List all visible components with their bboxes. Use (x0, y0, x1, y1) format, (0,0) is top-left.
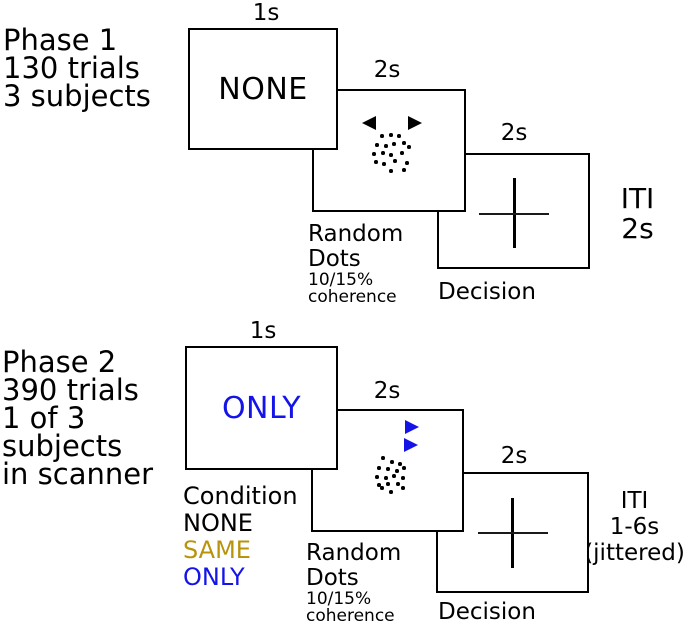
iti-line: (jittered) (584, 540, 685, 566)
phase1-iti-label: ITI 2s (600, 184, 675, 244)
phase1-title: Phase 1 130 trials 3 subjects (3, 23, 151, 113)
random-dot (407, 145, 411, 149)
random-dot (375, 475, 379, 479)
random-dot (402, 141, 406, 145)
phase2-cue-word: ONLY (221, 390, 302, 426)
phase1-title-line: 3 subjects (3, 79, 151, 113)
phase2-iti-label: ITI 1-6s (jittered) (584, 488, 685, 566)
phase1-title-line: 130 trials (3, 51, 140, 85)
caption-line: Random (306, 540, 402, 566)
iti-line: 2s (621, 212, 654, 245)
phase2-dots-duration-label: 2s (373, 378, 401, 404)
phase1-cue-duration-label: 1s (252, 0, 280, 26)
random-dot (389, 153, 393, 157)
phase2-title-line: Phase 2 (2, 345, 117, 379)
phase2-random-dots-caption: Random Dots 10/15% coherence (306, 541, 401, 625)
iti-line: ITI (620, 488, 649, 514)
motion-arrow-left-icon (362, 116, 376, 130)
condition-legend-item: ONLY (183, 563, 245, 591)
phase2-title-line: subjects (2, 429, 123, 463)
random-dot (398, 462, 402, 466)
condition-legend-item: SAME (183, 536, 251, 564)
caption-line: Random (308, 221, 404, 247)
random-dot (392, 474, 396, 478)
phase1-decision-caption: Decision (438, 279, 536, 305)
random-dot (393, 159, 397, 163)
condition-legend-title: Condition (183, 482, 298, 510)
random-dot (402, 168, 406, 172)
random-dot (381, 151, 385, 155)
phase1-cue-word: NONE (218, 71, 308, 107)
random-dot (397, 134, 401, 138)
phase1-random-dots-caption: Random Dots 10/15% coherence (308, 222, 403, 306)
phase1-dots-duration-label: 2s (373, 57, 401, 83)
random-dot (382, 162, 386, 166)
random-dot (401, 476, 405, 480)
random-dot (401, 486, 405, 490)
random-dot (400, 151, 404, 155)
motion-arrow-right-icon (408, 116, 422, 130)
random-dot (389, 133, 393, 137)
caption-subline: coherence (306, 606, 395, 625)
iti-line: ITI (620, 182, 655, 215)
random-dot (375, 143, 379, 147)
phase2-decision-caption: Decision (438, 599, 536, 625)
random-dot (405, 161, 409, 165)
caption-subline: coherence (308, 287, 397, 307)
random-dot (384, 476, 388, 480)
phase1-cue-screen-box: NONE (188, 28, 338, 150)
caption-subline: 10/15% (308, 270, 374, 290)
phase2-title-line: 390 trials (2, 373, 139, 407)
phase2-title: Phase 2 390 trials 1 of 3 subjects in sc… (2, 345, 154, 491)
random-dot (396, 482, 400, 486)
fixation-cross-horizontal (478, 532, 548, 534)
motion-arrow-right-icon (405, 420, 419, 434)
caption-line: Dots (306, 565, 359, 591)
caption-subline: 10/15% (306, 589, 372, 609)
iti-line: 1-6s (609, 514, 660, 540)
random-dot (389, 490, 393, 494)
random-dot (381, 456, 385, 460)
random-dot (392, 142, 396, 146)
phase2-title-line: 1 of 3 (2, 401, 86, 435)
fixation-cross-horizontal (479, 213, 549, 215)
phase1-decision-duration-label: 2s (500, 120, 528, 146)
motion-arrow-right-icon (404, 438, 418, 452)
random-dot (390, 460, 394, 464)
random-dot (386, 482, 390, 486)
random-dot (395, 469, 399, 473)
random-dot (380, 134, 384, 138)
caption-line: Dots (308, 246, 361, 272)
random-dot (402, 466, 406, 470)
phase1-random-dot-cluster (370, 131, 411, 173)
random-dot (380, 486, 384, 490)
random-dot (386, 467, 390, 471)
phase1-random-dots-screen-box (312, 89, 466, 212)
phase2-decision-duration-label: 2s (500, 443, 528, 469)
phase2-cue-duration-label: 1s (249, 318, 277, 344)
phase2-title-line: in scanner (2, 457, 154, 491)
phase2-cue-screen-box: ONLY (185, 346, 338, 470)
random-dot (377, 466, 381, 470)
phase1-title-line: Phase 1 (3, 23, 118, 57)
random-dot (372, 152, 376, 156)
random-dot (384, 144, 388, 148)
condition-legend-item: NONE (183, 509, 253, 537)
random-dot (377, 483, 381, 487)
random-dot (374, 160, 378, 164)
phase2-random-dot-cluster (372, 452, 412, 494)
random-dot (389, 169, 393, 173)
condition-legend: Condition NONE SAME ONLY (183, 483, 298, 591)
